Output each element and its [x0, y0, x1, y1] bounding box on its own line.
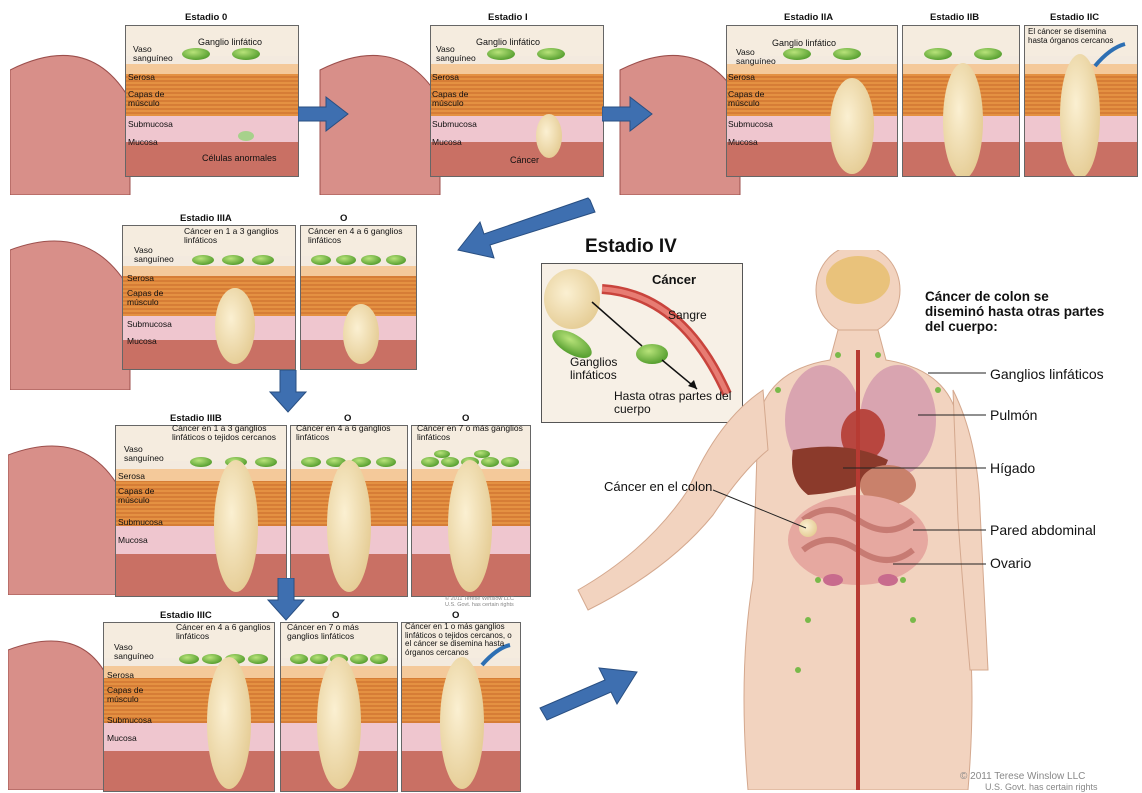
label-ganglio: Ganglio linfático [772, 38, 836, 48]
tissue-layers [291, 426, 407, 596]
copyright-main: U.S. Govt. has certain rights [985, 782, 1098, 792]
stage-2c-note: El cáncer se disemina hasta órganos cerc… [1028, 28, 1118, 45]
label-ganglio: Ganglio linfático [476, 37, 540, 47]
tissue-layers [1025, 26, 1137, 176]
label-mucosa: Mucosa [118, 536, 148, 545]
label-vaso: Vaso sanguíneo [436, 45, 496, 63]
stage-2b-title: Estadio IIB [930, 12, 979, 23]
stage-2c-panel [1024, 25, 1138, 177]
label-vaso: Vaso sanguíneo [124, 445, 184, 463]
stage-1-title: Estadio I [488, 12, 528, 23]
colon-illustration [8, 610, 118, 790]
arrow-right-icon [602, 95, 654, 133]
label-capas: Capas de músculo [432, 90, 482, 108]
label-mucosa: Mucosa [107, 734, 137, 743]
colon-cancer-label: Cáncer en el colon [604, 479, 724, 494]
label-celulas: Células anormales [202, 153, 277, 163]
or-label: O [332, 610, 339, 621]
stage-3b-alt1-note: Cáncer en 4 a 6 ganglios linfáticos [296, 424, 406, 442]
label-submucosa: Submucosa [118, 518, 163, 527]
stage-3a-title: Estadio IIIA [180, 213, 232, 224]
stage-3a-alt-panel [300, 225, 417, 370]
label-mucosa: Mucosa [728, 138, 758, 147]
stage-3b-alt2-panel [411, 425, 531, 597]
stage-3b-note: Cáncer en 1 a 3 ganglios linfáticos o te… [172, 424, 287, 442]
colon-illustration [10, 210, 140, 390]
label-capas: Capas de músculo [728, 90, 778, 108]
label-serosa: Serosa [128, 73, 155, 82]
label-serosa: Serosa [728, 73, 755, 82]
organ-label-lymph: Ganglios linfáticos [990, 366, 1104, 382]
copyright-main: © 2011 Terese Winslow LLC [960, 771, 1085, 782]
stage-2c-title: Estadio IIC [1050, 12, 1099, 23]
stage-3b-alt1-panel [290, 425, 408, 597]
colon-illustration [8, 415, 128, 595]
label-submucosa: Submucosa [128, 120, 173, 129]
tissue-layers [903, 26, 1019, 176]
label-vaso: Vaso sanguíneo [114, 643, 174, 661]
organ-label-abdominal-wall: Pared abdominal [990, 522, 1096, 538]
label-vaso: Vaso sanguíneo [736, 48, 796, 66]
label-capas: Capas de músculo [107, 686, 157, 704]
arrow-down-icon [268, 370, 308, 415]
stage-3c-title: Estadio IIIC [160, 610, 212, 621]
label-ganglio: Ganglio linfático [198, 37, 262, 47]
organ-label-ovary: Ovario [990, 555, 1031, 571]
label-serosa: Serosa [118, 472, 145, 481]
label-submucosa: Submucosa [107, 716, 152, 725]
label-capas: Capas de músculo [118, 487, 168, 505]
organ-label-lung: Pulmón [990, 407, 1037, 423]
arrow-down-icon [266, 578, 306, 623]
arrow-right-icon [298, 95, 350, 133]
label-vaso: Vaso sanguíneo [134, 246, 194, 264]
stage-3a-note: Cáncer en 1 a 3 ganglios linfáticos [184, 227, 289, 245]
label-serosa: Serosa [127, 274, 154, 283]
or-label: O [340, 213, 347, 224]
tissue-layers [412, 426, 530, 596]
label-capas: Capas de músculo [128, 90, 178, 108]
stage-3b-alt2-note: Cáncer en 7 o más ganglios linfáticos [417, 424, 527, 442]
label-vaso: Vaso sanguíneo [133, 45, 193, 63]
stage-0-title: Estadio 0 [185, 12, 227, 23]
label-submucosa: Submucosa [432, 120, 477, 129]
label-cancer: Cáncer [510, 155, 539, 165]
tissue-layers [301, 226, 416, 369]
stage-2a-title: Estadio IIA [784, 12, 833, 23]
stage-3a-alt-note: Cáncer en 4 a 6 ganglios linfáticos [308, 227, 408, 245]
or-label: O [452, 610, 459, 621]
label-submucosa: Submucosa [728, 120, 773, 129]
stage-3c-note: Cáncer en 4 a 6 ganglios linfáticos [176, 623, 271, 641]
label-serosa: Serosa [432, 73, 459, 82]
stage-3c-alt1-note: Cáncer en 7 o más ganglios linfáticos [287, 623, 392, 641]
stage-2b-panel [902, 25, 1020, 177]
stage-4-heading: Cáncer de colon se diseminó hasta otras … [925, 289, 1105, 334]
stage-3c-alt2-note: Cáncer en 1 o más ganglios linfáticos o … [405, 623, 517, 657]
label-mucosa: Mucosa [127, 337, 157, 346]
tissue-layers [281, 623, 397, 791]
stage-3c-alt1-panel [280, 622, 398, 792]
label-serosa: Serosa [107, 671, 134, 680]
copyright-small: U.S. Govt. has certain rights [445, 602, 514, 608]
label-capas: Capas de músculo [127, 289, 177, 307]
organ-label-liver: Hígado [990, 460, 1035, 476]
label-mucosa: Mucosa [128, 138, 158, 147]
label-mucosa: Mucosa [432, 138, 462, 147]
label-submucosa: Submucosa [127, 320, 172, 329]
